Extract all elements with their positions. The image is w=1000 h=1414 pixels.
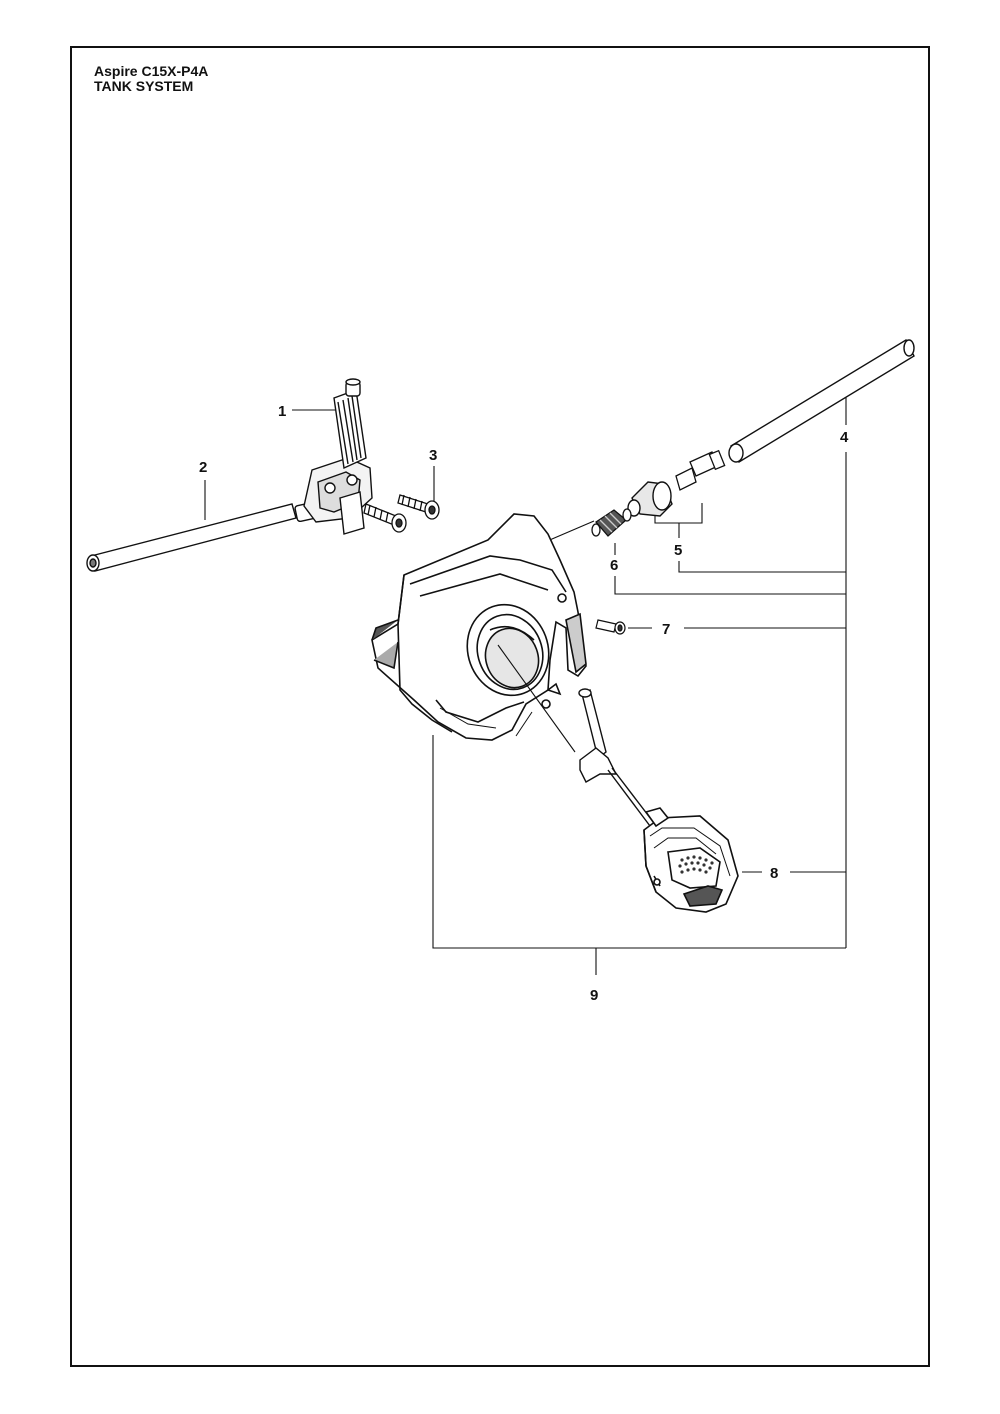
hose-left bbox=[86, 503, 297, 572]
callout-6: 6 bbox=[610, 557, 618, 574]
screw-lower bbox=[363, 503, 407, 533]
model-title: Aspire C15X-P4A bbox=[94, 63, 209, 79]
pump-valve-assembly bbox=[294, 378, 373, 535]
page-border bbox=[70, 46, 930, 1367]
strainer bbox=[591, 508, 632, 537]
small-screw bbox=[595, 619, 626, 635]
fitting-connector bbox=[675, 449, 726, 491]
cap-strap-pickup bbox=[578, 688, 655, 827]
callout-4: 4 bbox=[840, 429, 849, 446]
fuel-filter bbox=[627, 481, 673, 517]
leader-5-horizontal bbox=[678, 561, 846, 573]
callout-7: 7 bbox=[662, 621, 670, 638]
callout-8: 8 bbox=[770, 865, 778, 882]
leader-9-bracket bbox=[432, 735, 846, 949]
callout-2: 2 bbox=[199, 459, 207, 476]
tank-cap bbox=[643, 807, 739, 913]
title-block: Aspire C15X-P4A TANK SYSTEM bbox=[94, 64, 208, 94]
hose-right bbox=[728, 339, 915, 463]
leader-6-horizontal bbox=[614, 576, 846, 595]
section-title: TANK SYSTEM bbox=[94, 78, 194, 94]
fuel-tank bbox=[371, 513, 587, 741]
callout-3: 3 bbox=[429, 447, 437, 464]
cap-grip-texture bbox=[678, 855, 714, 874]
callout-1: 1 bbox=[278, 403, 286, 420]
leader-9-to-neck bbox=[497, 644, 576, 753]
screw-upper bbox=[397, 494, 440, 520]
callout-9: 9 bbox=[590, 987, 598, 1004]
callout-5: 5 bbox=[674, 542, 682, 559]
